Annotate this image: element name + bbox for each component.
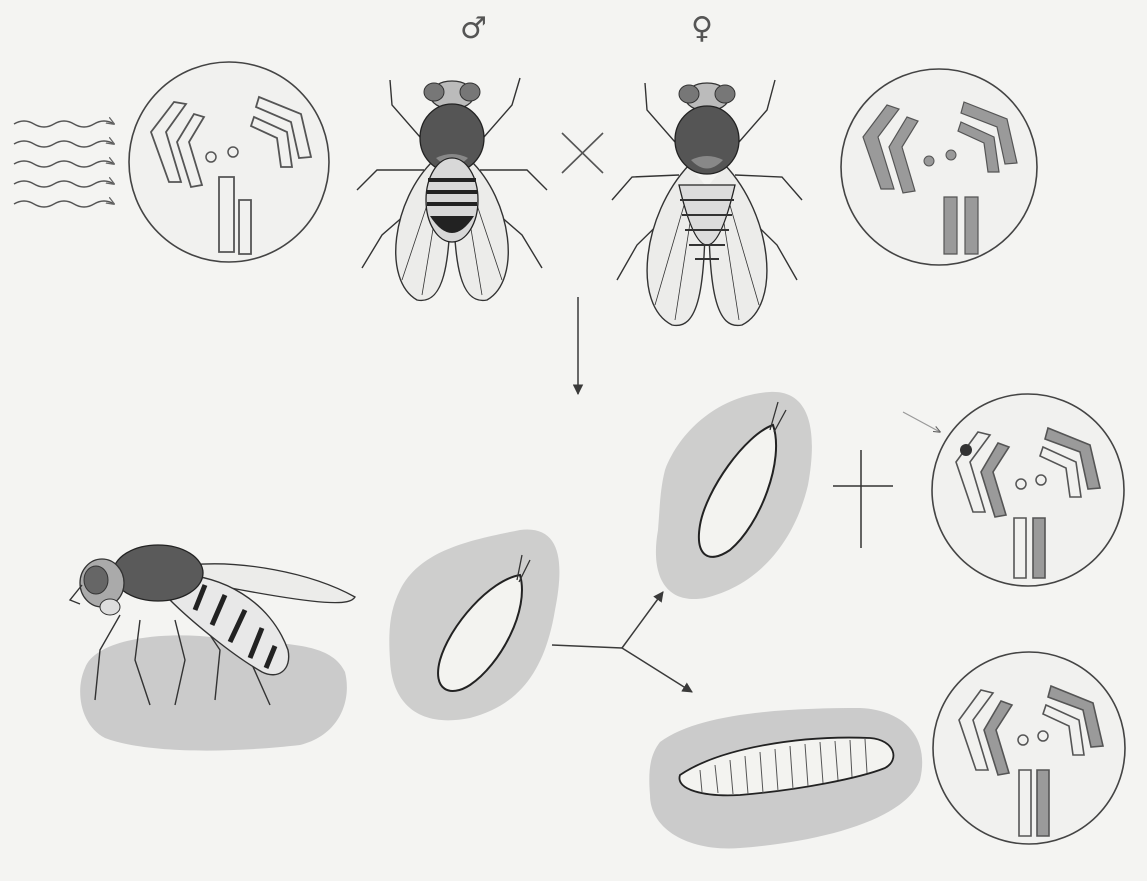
branching-arrows	[552, 592, 692, 692]
chromosome-cell-female	[841, 69, 1037, 265]
chromosome-cell-lethal	[932, 394, 1124, 586]
cross-symbol	[562, 133, 603, 173]
larva	[649, 708, 922, 848]
dagger-symbol	[833, 450, 893, 548]
male-fly: ♂	[357, 11, 547, 300]
mutation-pointer-arrow	[903, 412, 940, 432]
radiation-waves	[14, 121, 114, 207]
female-fly: ♀	[612, 11, 802, 325]
egg-dead	[656, 392, 812, 599]
chromosome-cell-male-irradiated	[129, 62, 329, 262]
chromosome-cell-viable	[933, 652, 1125, 844]
male-symbol: ♂	[460, 11, 487, 46]
egg-laying-fly	[70, 545, 355, 751]
egg-center	[389, 530, 559, 721]
female-symbol: ♀	[691, 11, 713, 46]
